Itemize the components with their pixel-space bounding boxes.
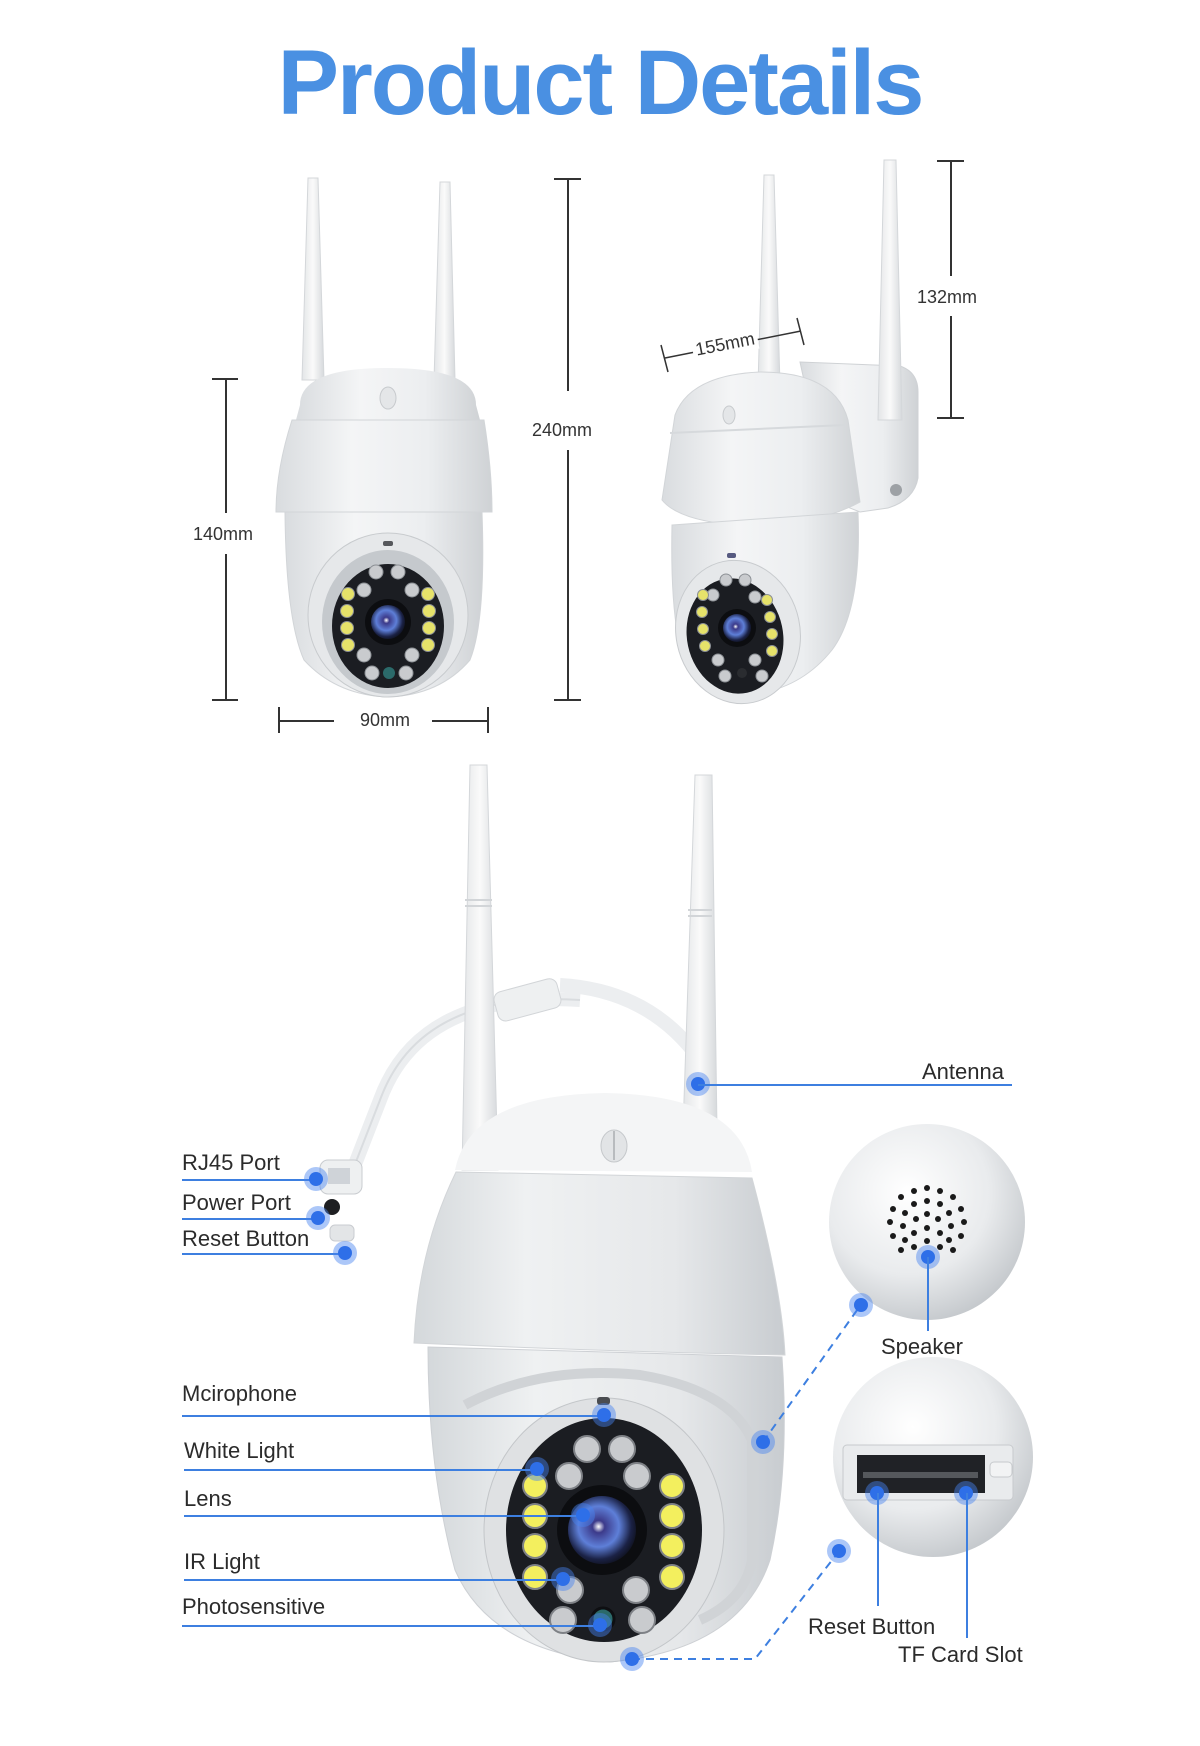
callout-line-white-light	[184, 1469, 536, 1471]
callout-lens: Lens	[184, 1486, 232, 1511]
callout-tf-card-slot: TF Card Slot	[898, 1642, 1023, 1667]
dim-240-cap-bottom	[554, 699, 581, 701]
callout-dot-reset-left	[338, 1246, 352, 1260]
callout-line-reset-right	[877, 1493, 879, 1606]
callout-antenna: Antenna	[922, 1059, 1004, 1084]
dim-240-line-bottom	[567, 450, 569, 699]
dim-132-line-top	[950, 160, 952, 276]
callout-white-light: White Light	[184, 1438, 295, 1463]
dim-140-cap-bottom	[212, 699, 238, 701]
callout-speaker: Speaker	[881, 1334, 963, 1359]
dim-front-width-label: 90mm	[360, 709, 411, 731]
callout-dot-ir-light	[556, 1572, 570, 1586]
callout-dot-tf-housing	[832, 1544, 846, 1558]
dim-132-cap-bottom	[937, 417, 964, 419]
callout-line-reset-left	[182, 1253, 345, 1255]
callout-reset-button-left: Reset Button	[182, 1226, 310, 1251]
camera-front-view-image	[275, 177, 493, 698]
callout-dot-lens	[576, 1508, 590, 1522]
callout-dot-rj45	[309, 1172, 323, 1186]
callout-line-tf-slot	[966, 1493, 968, 1638]
dim-90-line-left	[278, 720, 334, 722]
callout-line-ir-light	[184, 1579, 562, 1581]
dim-140-line-bottom	[225, 554, 227, 699]
dim-90-line-right	[432, 720, 488, 722]
callout-ir-light: IR Light	[184, 1549, 260, 1574]
callout-photosensitive: Photosensitive	[182, 1594, 326, 1619]
dim-total-height-label: 240mm	[532, 419, 593, 441]
callout-line-antenna	[698, 1084, 1012, 1086]
callout-line-photosensitive	[182, 1625, 600, 1627]
callout-line-speaker	[927, 1257, 929, 1331]
callout-power-port: Power Port	[182, 1190, 291, 1215]
dim-90-cap-right	[487, 707, 489, 733]
page-title: Product Details	[277, 32, 925, 134]
callout-line-power	[182, 1218, 317, 1220]
callout-microphone: Mcirophone	[182, 1381, 297, 1406]
callout-dot-power	[311, 1211, 325, 1225]
callout-dot-white-light	[530, 1462, 544, 1476]
callout-rj45-port: RJ45 Port	[182, 1150, 280, 1175]
callout-reset-button-right: Reset Button	[808, 1614, 936, 1639]
dim-antenna-height-label: 132mm	[917, 286, 978, 308]
callout-line-rj45	[182, 1179, 317, 1181]
callout-dot-camera-bottom	[625, 1652, 639, 1666]
dim-front-height-label: 140mm	[193, 523, 254, 545]
callout-dot-microphone	[597, 1408, 611, 1422]
dim-132-line-bottom	[950, 316, 952, 417]
callout-dot-housing-side	[756, 1435, 770, 1449]
callout-line-lens	[184, 1515, 582, 1517]
callout-line-microphone	[182, 1415, 602, 1417]
dim-140-line-top	[225, 378, 227, 513]
dim-240-line-top	[567, 178, 569, 391]
camera-side-view-image	[660, 159, 919, 705]
callout-dot-speaker-housing	[854, 1298, 868, 1312]
callout-dot-photosensitive	[593, 1618, 607, 1632]
